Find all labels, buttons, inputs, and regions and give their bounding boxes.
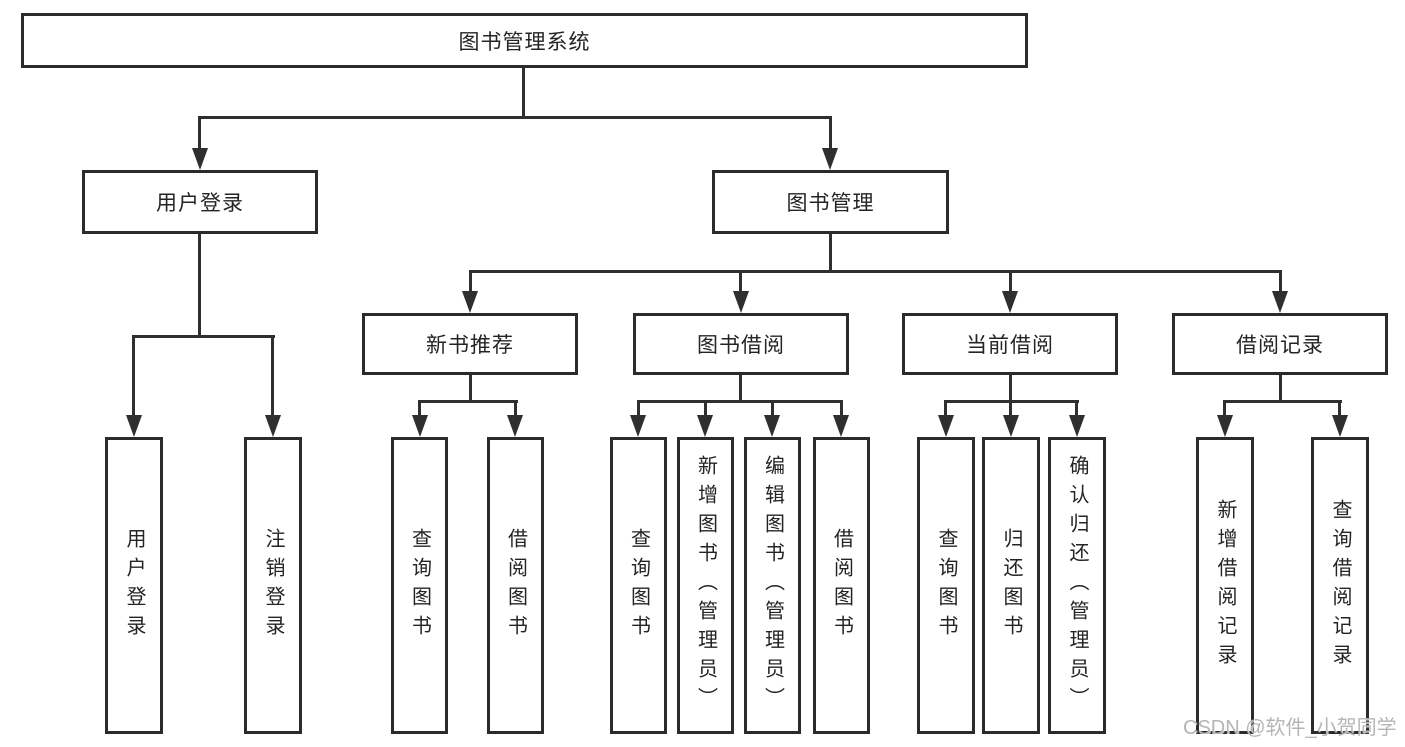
arrow-down-icon <box>126 415 142 437</box>
connector-vline <box>271 335 274 417</box>
connector-vline <box>829 234 832 273</box>
arrow-down-icon <box>630 415 646 437</box>
arrow-down-icon <box>1069 415 1085 437</box>
node-label: 图书借阅 <box>697 334 785 357</box>
leaf-label: 新增图书（管理员） <box>694 455 717 716</box>
arrow-down-icon <box>822 148 838 170</box>
node-book-borrowing: 图书借阅 <box>633 313 849 375</box>
connector-vline <box>1009 270 1012 293</box>
leaf-label: 查询借阅记录 <box>1329 498 1351 673</box>
arrow-down-icon <box>733 291 749 313</box>
leaf-borrow-query-books: 查询图书 <box>610 437 667 734</box>
node-label: 图书管理 <box>786 192 875 215</box>
leaf-label: 查询图书 <box>935 527 957 644</box>
node-label: 借阅记录 <box>1236 334 1324 357</box>
node-label: 图书管理系统 <box>458 30 591 54</box>
arrow-down-icon <box>412 415 428 437</box>
connector-vline <box>739 375 742 403</box>
connector-vline <box>1009 375 1012 403</box>
arrow-down-icon <box>1003 415 1019 437</box>
connector-hline <box>637 400 843 403</box>
connector-hline <box>132 335 275 338</box>
arrow-down-icon <box>265 415 281 437</box>
node-label: 用户登录 <box>156 192 244 215</box>
arrow-down-icon <box>697 415 713 437</box>
connector-vline <box>418 400 421 417</box>
connector-vline <box>469 270 472 293</box>
leaf-borrow-add-books-admin: 新增图书（管理员） <box>677 437 734 734</box>
arrow-down-icon <box>462 291 478 313</box>
arrow-down-icon <box>1332 415 1348 437</box>
node-book-management: 图书管理 <box>712 170 949 234</box>
leaf-borrow-edit-books-admin: 编辑图书（管理员） <box>744 437 801 734</box>
leaf-label: 确认归还（管理员） <box>1066 455 1088 716</box>
connector-hline <box>1223 400 1342 403</box>
node-current-borrowing: 当前借阅 <box>902 313 1118 375</box>
leaf-current-query-books: 查询图书 <box>917 437 975 734</box>
leaf-label: 用户登录 <box>123 527 145 644</box>
leaf-records-add-record: 新增借阅记录 <box>1196 437 1254 734</box>
leaf-label: 编辑图书（管理员） <box>761 455 784 716</box>
leaf-current-return-books: 归还图书 <box>982 437 1040 734</box>
leaf-label: 查询图书 <box>408 527 431 644</box>
leaf-label: 注销登录 <box>262 527 284 644</box>
connector-vline <box>514 400 517 417</box>
leaf-recommend-query-books: 查询图书 <box>391 437 448 734</box>
connector-vline <box>469 375 472 403</box>
node-borrowing-records: 借阅记录 <box>1172 313 1388 375</box>
connector-hline <box>469 270 1282 273</box>
leaf-user-login: 用户登录 <box>105 437 163 734</box>
connector-vline <box>1009 400 1012 417</box>
leaf-label: 新增借阅记录 <box>1214 498 1236 673</box>
arrow-down-icon <box>1272 291 1288 313</box>
arrow-down-icon <box>938 415 954 437</box>
node-library-system: 图书管理系统 <box>21 13 1028 68</box>
connector-vline <box>1338 400 1341 417</box>
arrow-down-icon <box>833 415 849 437</box>
connector-hline <box>198 116 832 119</box>
connector-vline <box>637 400 640 417</box>
arrow-down-icon <box>1002 291 1018 313</box>
node-label: 当前借阅 <box>966 334 1054 357</box>
connector-vline <box>198 116 201 150</box>
connector-vline <box>840 400 843 417</box>
leaf-borrow-borrow-books: 借阅图书 <box>813 437 870 734</box>
node-new-book-recommend: 新书推荐 <box>362 313 578 375</box>
connector-vline <box>771 400 774 417</box>
connector-vline <box>1279 375 1282 403</box>
connector-vline <box>704 400 707 417</box>
leaf-logout: 注销登录 <box>244 437 302 734</box>
leaf-records-query-record: 查询借阅记录 <box>1311 437 1369 734</box>
arrow-down-icon <box>507 415 523 437</box>
arrow-down-icon <box>1217 415 1233 437</box>
connector-hline <box>418 400 518 403</box>
node-label: 新书推荐 <box>426 334 514 357</box>
leaf-label: 借阅图书 <box>504 527 527 644</box>
arrow-down-icon <box>764 415 780 437</box>
leaf-recommend-borrow-books: 借阅图书 <box>487 437 544 734</box>
csdn-watermark: CSDN @软件_小贺同学 <box>1183 717 1397 739</box>
connector-vline <box>739 270 742 293</box>
connector-vline <box>522 68 525 118</box>
connector-vline <box>1223 400 1226 417</box>
connector-vline <box>132 335 135 417</box>
connector-vline <box>829 116 832 150</box>
connector-vline <box>1075 400 1078 417</box>
connector-vline <box>944 400 947 417</box>
connector-vline <box>198 234 201 338</box>
connector-vline <box>1279 270 1282 293</box>
leaf-label: 查询图书 <box>627 527 650 644</box>
leaf-label: 借阅图书 <box>830 527 853 644</box>
leaf-label: 归还图书 <box>1000 527 1022 644</box>
arrow-down-icon <box>192 148 208 170</box>
node-user-login: 用户登录 <box>82 170 318 234</box>
leaf-current-confirm-return-admin: 确认归还（管理员） <box>1048 437 1106 734</box>
